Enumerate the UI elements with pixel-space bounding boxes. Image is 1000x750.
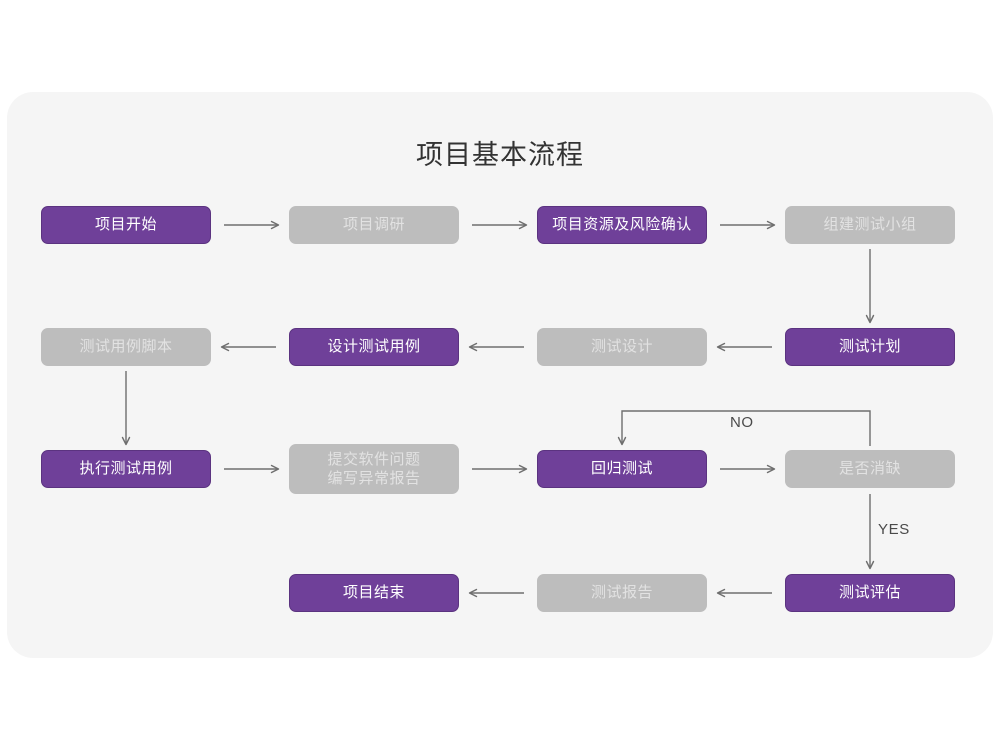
node-test-evaluation[interactable]: 测试评估 — [785, 574, 955, 612]
edge-label-yes: YES — [878, 521, 910, 538]
node-project-research[interactable]: 项目调研 — [289, 206, 459, 244]
page-title: 项目基本流程 — [416, 140, 584, 170]
node-submit-defect-report[interactable]: 提交软件问题 编写异常报告 — [289, 444, 459, 494]
node-design-test-case[interactable]: 设计测试用例 — [289, 328, 459, 366]
node-test-report[interactable]: 测试报告 — [537, 574, 707, 612]
node-project-start[interactable]: 项目开始 — [41, 206, 211, 244]
node-defect-cleared[interactable]: 是否消缺 — [785, 450, 955, 488]
node-test-case-script[interactable]: 测试用例脚本 — [41, 328, 211, 366]
node-test-design[interactable]: 测试设计 — [537, 328, 707, 366]
diagram-panel — [7, 92, 993, 658]
node-regression-test[interactable]: 回归测试 — [537, 450, 707, 488]
node-project-end[interactable]: 项目结束 — [289, 574, 459, 612]
node-form-test-team[interactable]: 组建测试小组 — [785, 206, 955, 244]
node-execute-test-case[interactable]: 执行测试用例 — [41, 450, 211, 488]
edge-label-no: NO — [730, 414, 754, 431]
node-test-plan[interactable]: 测试计划 — [785, 328, 955, 366]
node-resource-risk-confirm[interactable]: 项目资源及风险确认 — [537, 206, 707, 244]
